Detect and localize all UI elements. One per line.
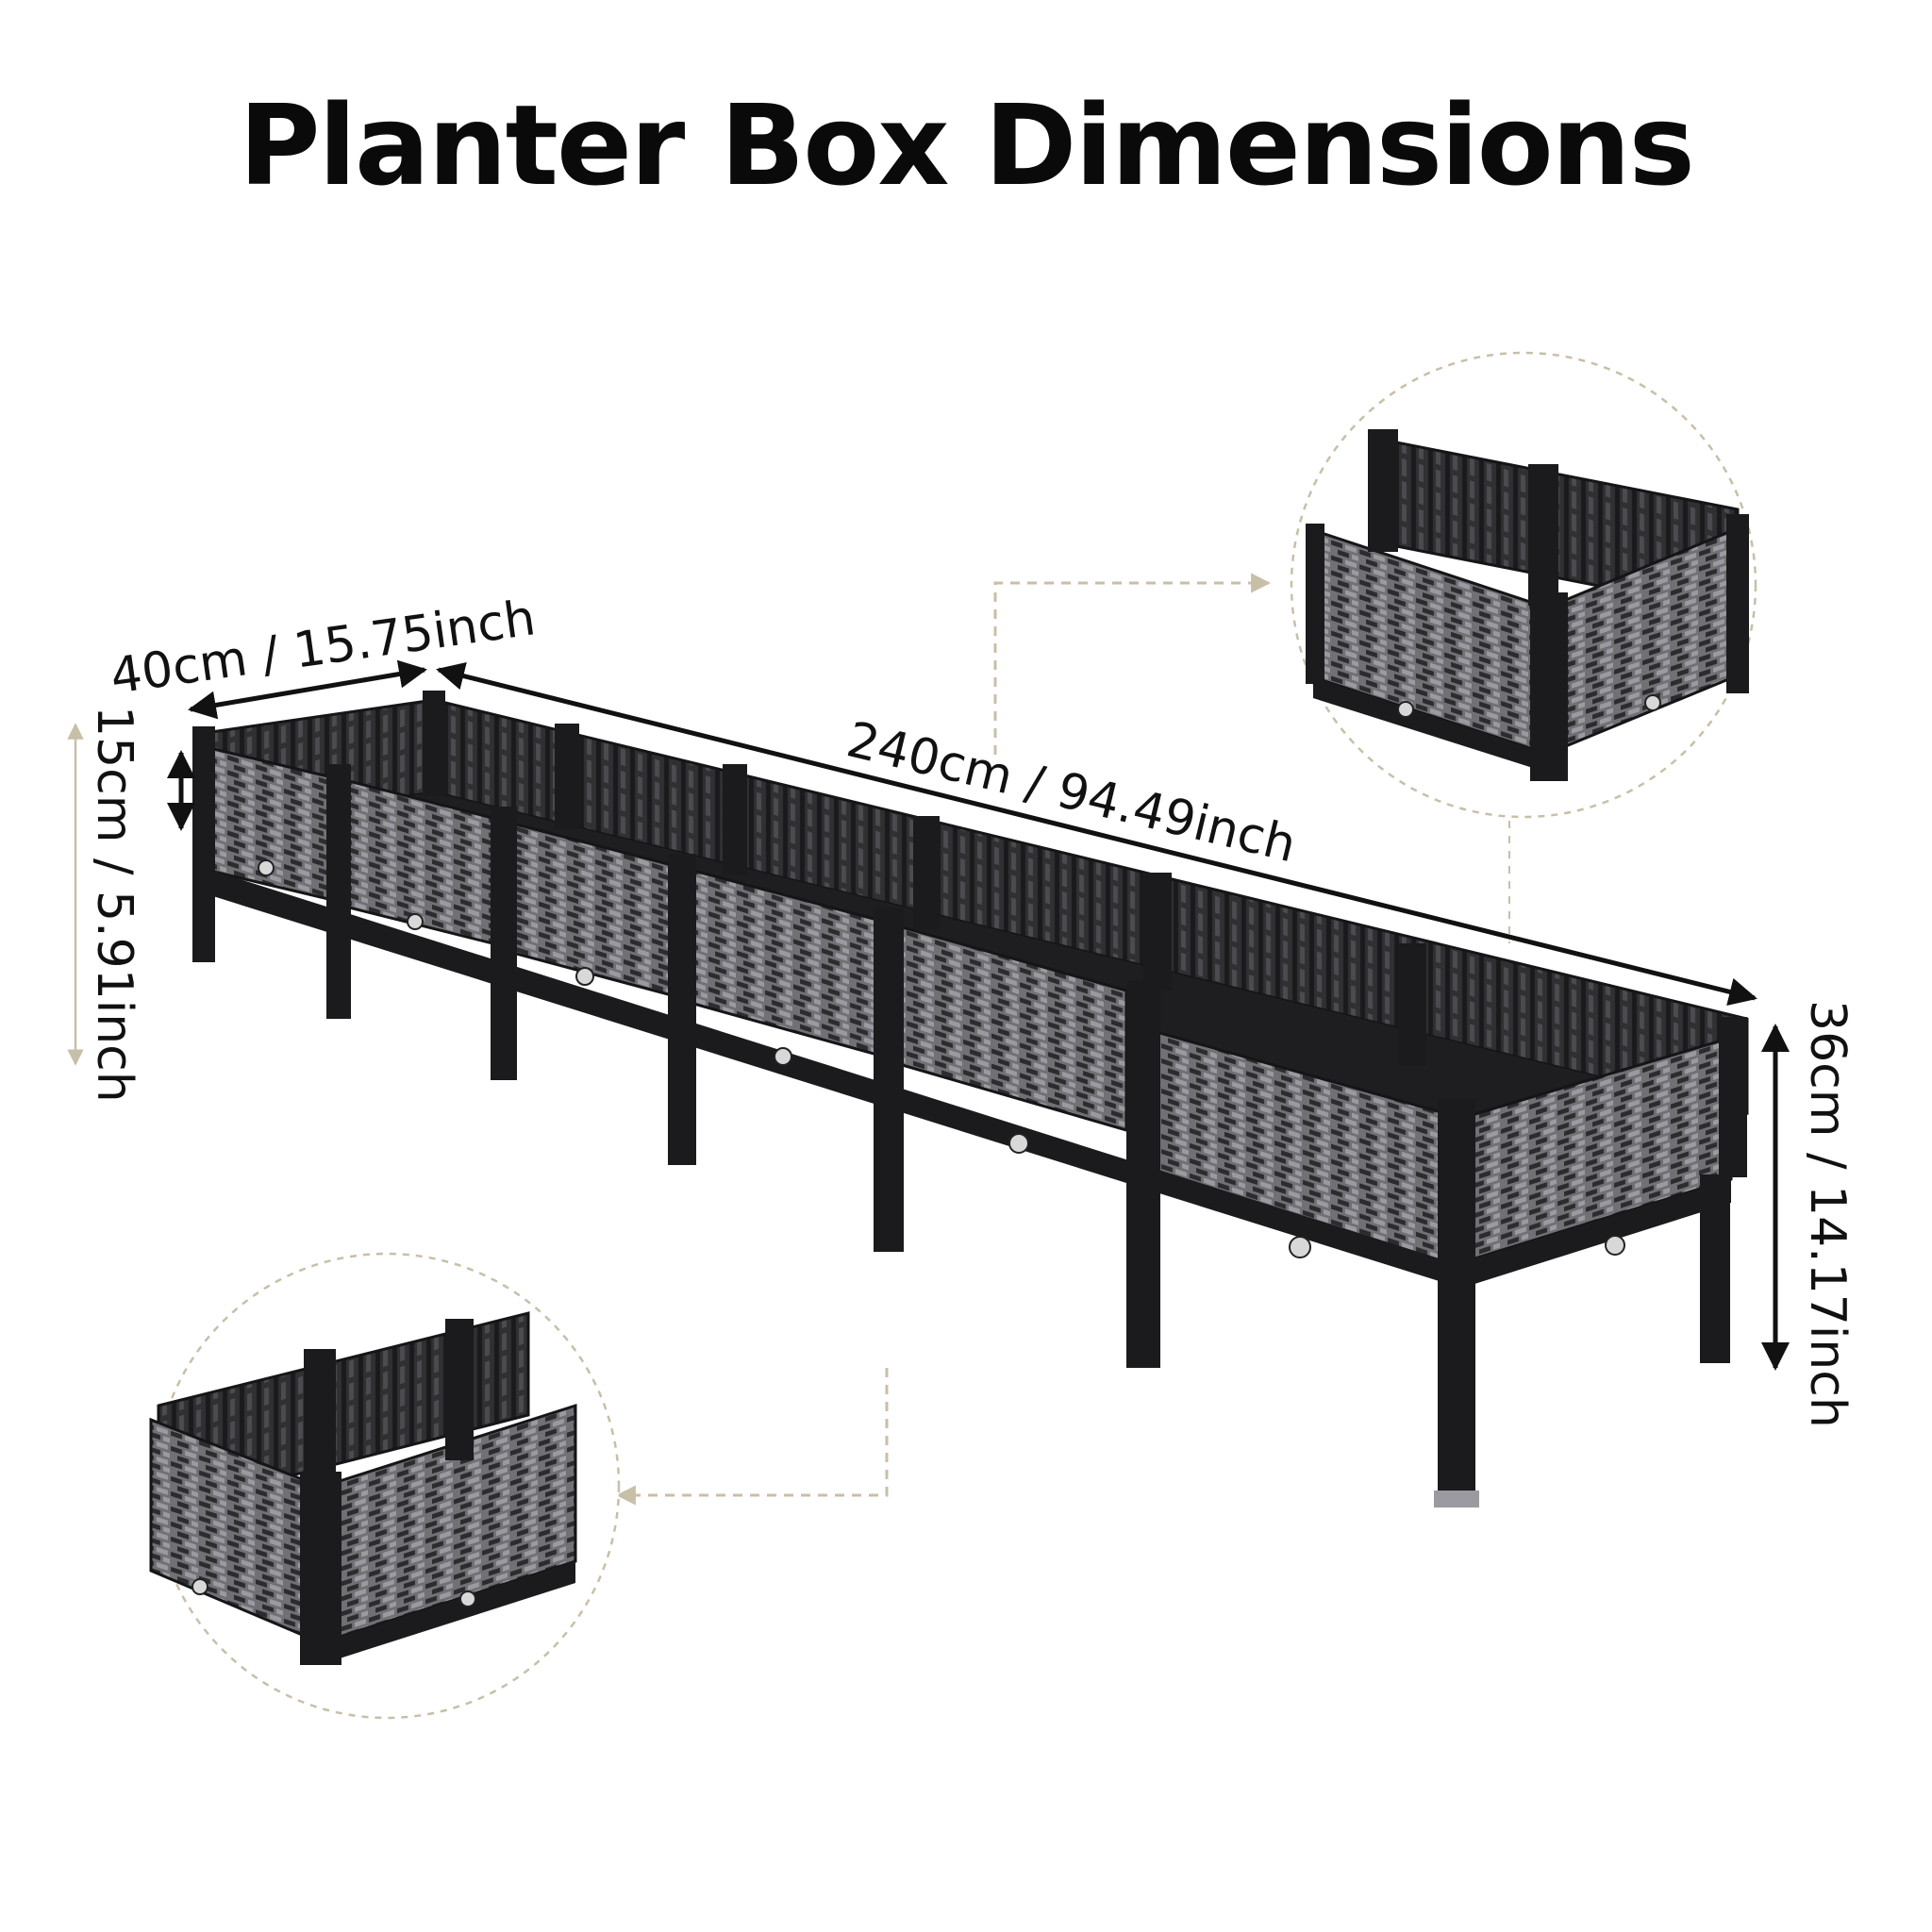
drain-hole [774, 1047, 792, 1066]
length-arrow [436, 661, 1757, 1007]
zoom-bottom-post [445, 1319, 474, 1460]
right-back-leg [1700, 1174, 1730, 1363]
drain-hole [1008, 1133, 1029, 1154]
zoom-bottom-post [300, 1472, 341, 1665]
zoom-top-post [1528, 464, 1558, 606]
adjustable-foot [1434, 1491, 1479, 1507]
back-post-6 [1398, 943, 1426, 1066]
zoom-top-apron [1313, 677, 1536, 769]
drain-hole [258, 859, 275, 876]
drain-hole [1644, 694, 1661, 711]
front-post-6 [1126, 981, 1160, 1368]
front-post-3 [491, 807, 517, 1080]
back-post-7 [1719, 1017, 1747, 1177]
front-post-2 [326, 764, 351, 1019]
zoom-top-post [1530, 592, 1568, 781]
bottom-rail-right [1472, 1179, 1731, 1285]
zoom-bottom-apron [340, 1561, 575, 1658]
back-post-4 [913, 816, 940, 929]
front-post-5 [874, 908, 904, 1252]
box-height-label: 15cm / 5.91inch [86, 706, 142, 1103]
width-arrow [188, 659, 427, 720]
zoom-callout-top [1290, 351, 1757, 819]
zoom-top-post [1306, 524, 1324, 684]
top-callout-connector [993, 573, 1272, 755]
callout-connectors [615, 573, 1510, 1506]
drain-hole [459, 1591, 476, 1607]
drain-hole [1289, 1236, 1311, 1258]
page-title: Planter Box Dimensions [239, 80, 1693, 210]
bottom-callout-connector [615, 1368, 889, 1506]
drain-hole [1397, 701, 1414, 718]
drain-hole [407, 913, 424, 930]
zoom-top-post [1368, 429, 1398, 552]
front-post-1 [192, 726, 215, 962]
back-post-3 [723, 764, 747, 875]
front-post-4 [668, 854, 696, 1165]
back-post-2 [555, 724, 579, 829]
zoom-top-post [1726, 514, 1749, 693]
front-post-7 [1438, 1099, 1475, 1495]
zoom-bottom-post [304, 1349, 336, 1491]
back-post-1 [423, 691, 445, 796]
drain-hole [575, 967, 594, 986]
back-post-5 [1143, 873, 1172, 991]
drain-hole [1605, 1235, 1625, 1256]
zoom-callout-bottom [149, 1252, 621, 1720]
total-height-label: 36cm / 14.17inch [1799, 1000, 1856, 1428]
drain-hole [192, 1578, 208, 1595]
